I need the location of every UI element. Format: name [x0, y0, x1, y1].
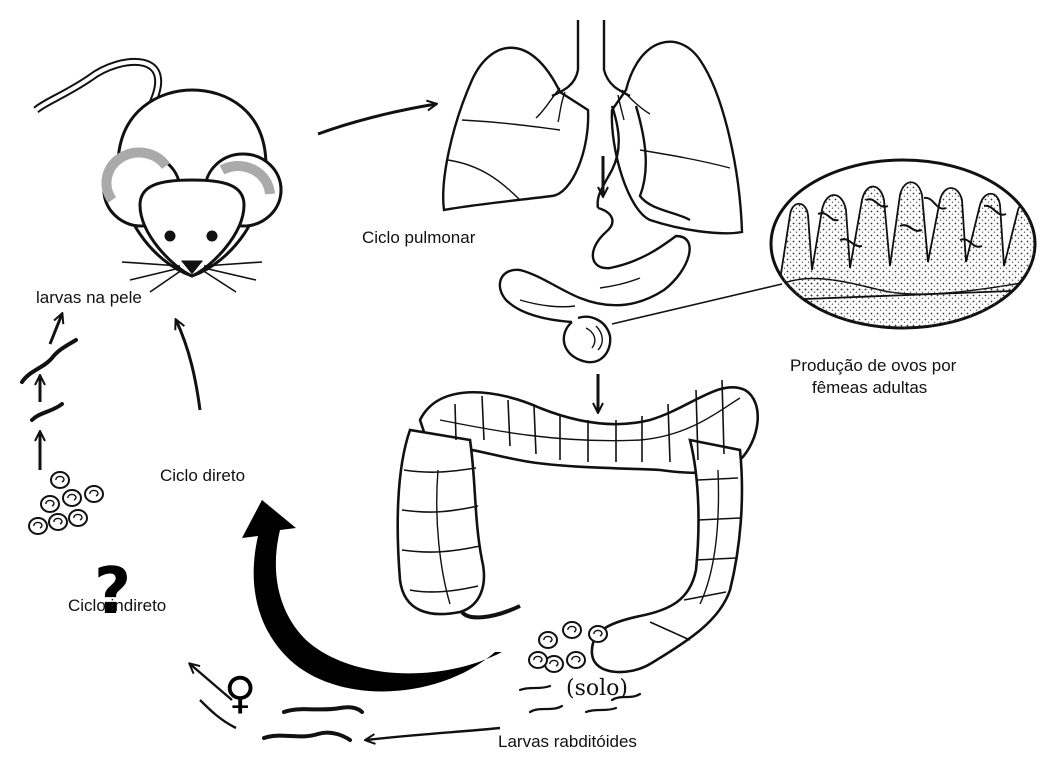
adult-worms-icon	[264, 707, 362, 740]
arrow-mouse-to-lungs	[318, 104, 436, 134]
lungs-icon	[443, 20, 742, 233]
producao-ovos-label-line1: Produção de ovos por	[790, 356, 956, 376]
ciclo-indireto-label: Ciclo indireto	[68, 596, 166, 616]
female-symbol-icon: ♀	[224, 672, 256, 716]
arrow-to-adults	[366, 728, 500, 740]
mouse-icon	[36, 62, 281, 292]
eggs-icon	[29, 472, 103, 534]
larvas-rabditoides-label: Larvas rabditóides	[498, 732, 637, 752]
ciclo-direto-label: Ciclo direto	[160, 466, 245, 486]
larvae-icon	[22, 340, 76, 420]
producao-ovos-label-line2: fêmeas adultas	[812, 378, 927, 398]
solo-label: (solo)	[566, 676, 628, 701]
ciclo-pulmonar-label: Ciclo pulmonar	[362, 228, 475, 248]
larvas-na-pele-label: larvas na pele	[36, 288, 142, 308]
left-up-arrows	[40, 314, 62, 470]
arrow-direct-to-mouse	[176, 320, 200, 410]
